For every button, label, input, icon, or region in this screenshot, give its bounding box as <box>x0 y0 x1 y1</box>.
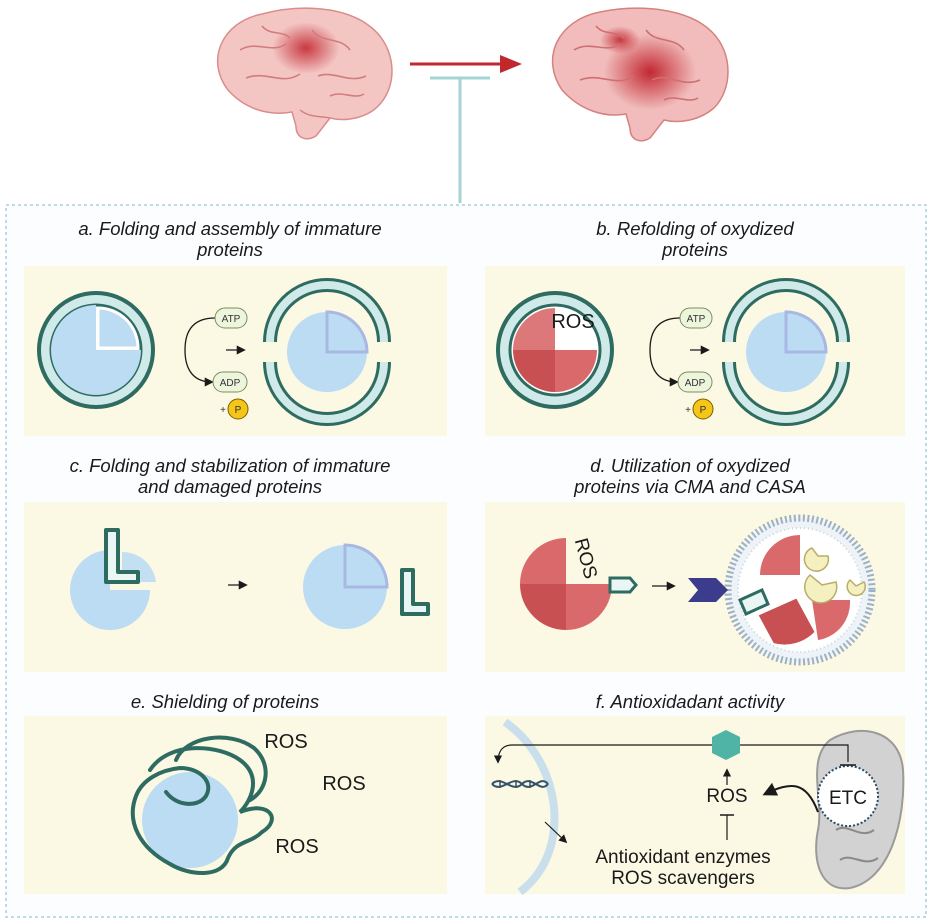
chaperone-coil <box>130 746 274 876</box>
ros-label-e3: ROS <box>275 836 318 858</box>
progression-arrow <box>410 55 522 73</box>
ros-label-f: ROS <box>706 786 747 807</box>
mitochondrion-icon <box>815 729 905 890</box>
panel-e-title: e. Shielding of proteins <box>131 691 319 712</box>
etc-label: ETC <box>829 788 867 809</box>
protease-icons <box>803 547 866 604</box>
phosphate-label: P <box>235 405 242 416</box>
hsp-l-shape-released <box>400 568 430 616</box>
panel-c-title-line2: and damaged proteins <box>138 476 322 497</box>
line-to-etc <box>740 744 849 762</box>
chaperone-ring-open <box>263 278 391 426</box>
panel-b-title-line2: proteins <box>661 239 728 260</box>
oxidized-protein <box>513 308 597 392</box>
antioxidant-enzymes-label: Antioxidant enzymes <box>595 847 770 868</box>
inhibition-line <box>430 76 490 203</box>
plus-label-b: + <box>685 405 691 416</box>
shielded-protein <box>142 772 238 868</box>
dna-icon <box>491 780 549 788</box>
panel-f-title: f. Antioxidadant activity <box>596 691 786 712</box>
nucleus-membrane <box>502 718 559 896</box>
panel-d-title-line2: proteins via CMA and CASA <box>573 476 806 497</box>
degraded-fragments <box>738 535 851 645</box>
refolded-protein <box>746 310 828 392</box>
oxidized-protein-d <box>520 538 612 630</box>
arrow-dna-to-enzymes <box>544 821 568 844</box>
panel-b-title-line1: b. Refolding of oxydized <box>596 218 794 239</box>
ros-label-e2: ROS <box>322 773 365 795</box>
hsp-l-shape <box>104 528 140 584</box>
arrow-etc-to-ros <box>762 782 819 813</box>
panel-c-title-line1: c. Folding and stabilization of immature <box>70 455 391 476</box>
ros-scavengers-label: ROS scavengers <box>611 868 755 889</box>
atp-cycle-a: ATP ADP + P <box>184 307 249 420</box>
brain-healthy-icon <box>217 7 393 140</box>
hsp-hexagon-icon <box>712 730 740 760</box>
folded-protein <box>287 310 369 392</box>
immature-protein <box>51 305 141 395</box>
atp-label-b: ATP <box>687 314 706 325</box>
stabilized-protein <box>303 543 389 629</box>
atp-cycle-b: ATP ADP + P <box>649 307 714 420</box>
adp-label: ADP <box>220 378 241 389</box>
phosphate-label-b: P <box>700 405 707 416</box>
panel-d-title-line1: d. Utilization of oxydized <box>590 455 790 476</box>
hsp-tag <box>608 576 638 594</box>
chaperone-ring-open-b <box>722 278 850 426</box>
arrow-to-dna <box>493 744 513 764</box>
ros-label-b: ROS <box>551 311 594 333</box>
chaperone-coil-2 <box>174 735 268 802</box>
adp-label-b: ADP <box>685 378 706 389</box>
panel-a-title-line2: proteins <box>196 239 263 260</box>
plus-label: + <box>220 405 226 416</box>
atp-label: ATP <box>222 314 241 325</box>
ros-label-e1: ROS <box>264 731 307 753</box>
brain-damaged-icon <box>551 7 729 142</box>
lamp2a-receptor-icon <box>688 578 728 602</box>
panel-a-title-line1: a. Folding and assembly of immature <box>78 218 381 239</box>
